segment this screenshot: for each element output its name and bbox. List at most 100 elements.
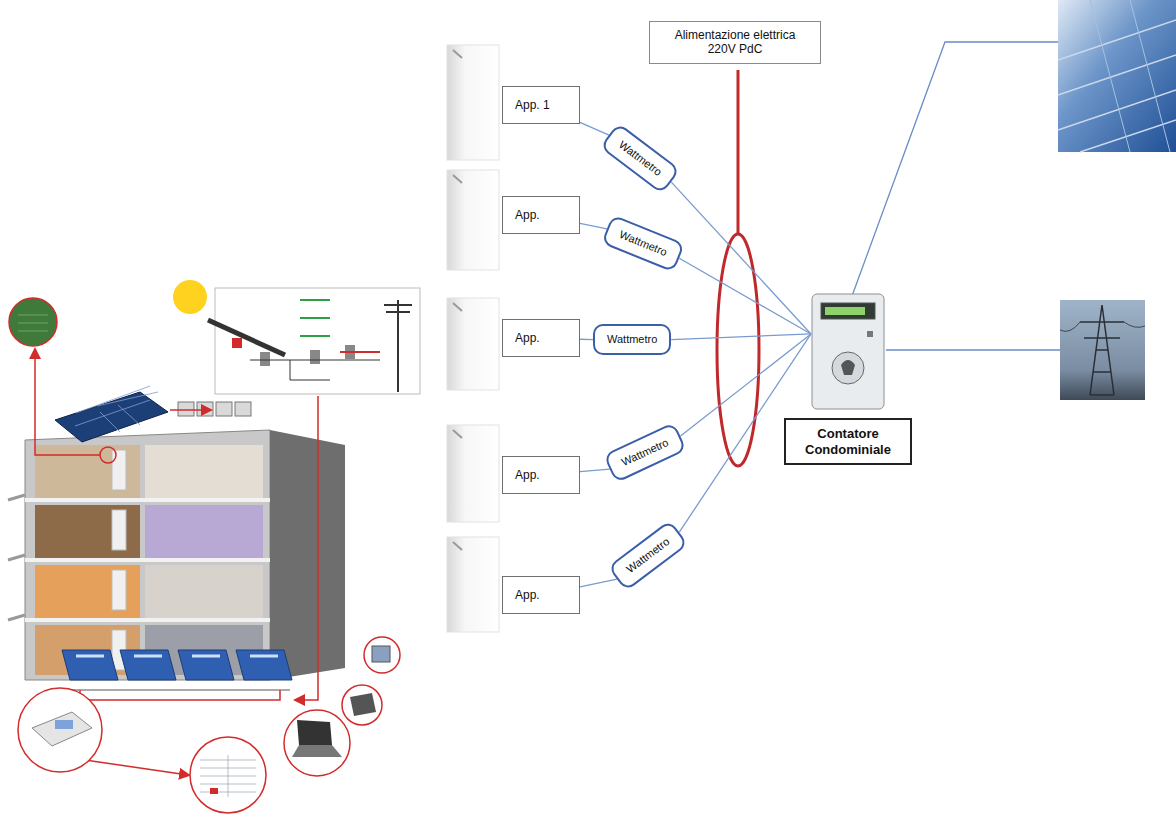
solar-field-picture [1058, 20, 1176, 152]
inverter-row [62, 650, 292, 690]
apartment-box: App. [502, 456, 580, 494]
building-illustration [145, 565, 263, 620]
apartment-box: App. 1 [502, 86, 580, 124]
schematic-inset [208, 320, 285, 355]
building-illustration [216, 402, 232, 416]
meter-picture [841, 360, 855, 375]
flow-arrow [296, 396, 318, 700]
connector-line [580, 339, 593, 341]
flow-arrow [85, 760, 188, 775]
callout-circle [32, 712, 92, 746]
building-illustration [112, 570, 126, 610]
node-frame: App. [502, 576, 580, 614]
schematic-inset [340, 351, 380, 353]
schematic-inset [310, 350, 320, 364]
node-frame: Wattmetro [593, 324, 671, 355]
power-pylon-picture [1060, 322, 1145, 331]
node-label: App. 1 [515, 98, 567, 112]
apartment-cabinet [447, 45, 499, 160]
schematic-inset [250, 360, 380, 380]
building-illustration [35, 505, 140, 560]
meter-picture [867, 331, 873, 337]
apartment-box: App. [502, 576, 580, 614]
building-illustration [112, 450, 126, 490]
node-label: Contatore Condominiale [798, 426, 898, 457]
schematic-inset [215, 288, 420, 394]
meter-picture [821, 303, 875, 319]
node-frame: App. 1 [502, 86, 580, 124]
wattmeter-box: Wattmetro [593, 324, 671, 355]
node-label: Wattmetro [616, 138, 664, 179]
apartment-box: App. [502, 196, 580, 234]
apartment-cabinet [447, 170, 499, 270]
callout-circle [200, 755, 256, 797]
building-illustration [35, 445, 140, 500]
callout-circle [342, 685, 382, 725]
building-illustration [8, 495, 25, 620]
node-frame: App. [502, 319, 580, 357]
building-illustration [75, 386, 158, 432]
apartment-cabinet [447, 425, 499, 522]
callout-circle [18, 688, 102, 772]
apartment-box: App. [502, 319, 580, 357]
callout-circle [372, 646, 390, 662]
supply-line [886, 349, 1060, 350]
building-illustration [178, 402, 251, 416]
node-label: Wattmetro [607, 333, 657, 346]
node-frame: Wattmetro [600, 123, 681, 195]
power-supply-box: Alimentazione elettrica 220V PdC [649, 21, 821, 64]
node-label: App. [515, 208, 567, 222]
node-frame: App. [502, 456, 580, 494]
power-wire [717, 234, 759, 466]
building-illustration [270, 430, 345, 680]
node-frame: Contatore Condominiale [784, 418, 912, 465]
wattmeter-box: Wattmetro [603, 422, 687, 483]
apartment-cabinet [453, 50, 462, 550]
power-pylon-picture [1060, 300, 1145, 400]
schematic-inset [300, 300, 330, 336]
connector-line [580, 223, 607, 229]
apartment-cabinet [447, 45, 499, 632]
power-pylon-picture [1080, 305, 1124, 395]
meter-picture [832, 352, 864, 384]
building-illustration [55, 392, 168, 442]
building-illustration [178, 402, 194, 416]
node-label: App. [515, 331, 567, 345]
node-frame: Wattmetro [603, 422, 687, 483]
building-illustration [25, 500, 270, 620]
node-frame: Alimentazione elettrica 220V PdC [649, 21, 821, 64]
building-illustration [100, 447, 116, 463]
connector-line [679, 258, 811, 334]
inverter-row [70, 690, 290, 691]
building-illustration [8, 386, 345, 680]
node-label: Wattmetro [617, 228, 669, 259]
callout-circle [55, 720, 73, 729]
wattmeter-box: Wattmetro [601, 214, 685, 272]
meter-picture [811, 293, 885, 410]
building-illustration [145, 445, 263, 500]
callout-circle [284, 710, 350, 776]
schematic-inset [232, 338, 242, 348]
building-illustration [235, 402, 251, 416]
meter-picture [825, 307, 865, 315]
schematic-inset [173, 280, 207, 314]
power-wire [717, 70, 759, 466]
meter-box: Contatore Condominiale [784, 293, 912, 465]
building-illustration [35, 565, 140, 620]
callout-circle [364, 637, 400, 673]
node-label: Wattmetro [620, 436, 671, 469]
node-label: App. [515, 588, 567, 602]
node-frame: Wattmetro [601, 214, 685, 272]
node-frame: Wattmetro [608, 520, 689, 592]
building-illustration [197, 402, 213, 416]
wattmeter-box: Wattmetro [608, 520, 689, 592]
node-label: Alimentazione elettrica 220V PdC [674, 28, 796, 57]
flow-arrow [170, 409, 210, 411]
power-wire [737, 70, 740, 234]
building-illustration [112, 510, 126, 550]
callout-circle [200, 755, 256, 797]
node-frame: App. [502, 196, 580, 234]
